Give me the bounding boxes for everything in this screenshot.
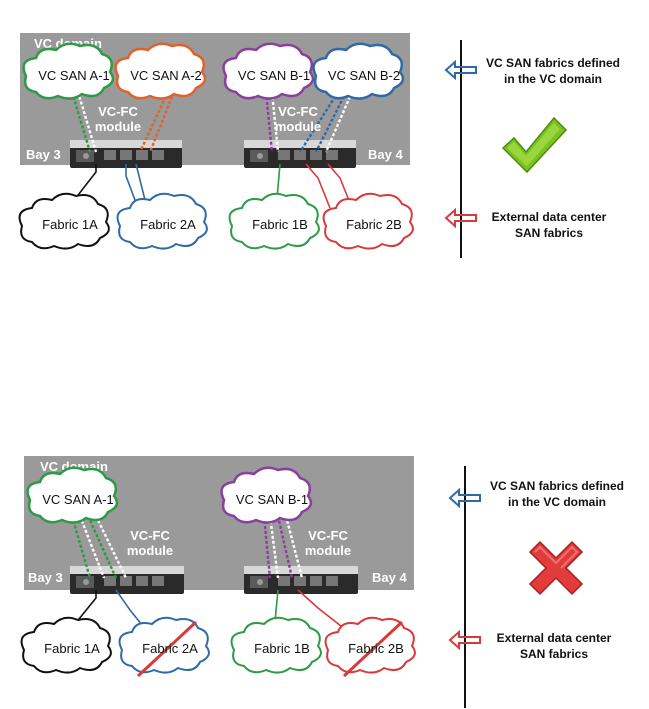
module-label-bay4: VC-FC module bbox=[274, 104, 322, 134]
top-diagram-graphics bbox=[18, 40, 568, 258]
fabric-cloud-1a bbox=[20, 616, 112, 674]
internal-links bbox=[70, 91, 354, 153]
vc-san-cloud-b2 bbox=[312, 42, 405, 100]
fabric-1b-label: Fabric 1B bbox=[252, 217, 308, 232]
fabric-1a-label: Fabric 1A bbox=[44, 641, 100, 656]
arrow-internal-icon bbox=[448, 487, 481, 509]
fabric-2b-label: Fabric 2B bbox=[346, 217, 402, 232]
fabric-cloud-2b bbox=[322, 192, 414, 250]
fabric-1a-label: Fabric 1A bbox=[42, 217, 98, 232]
module-label-bay3: VC-FC module bbox=[94, 104, 142, 134]
fabric-2a-strike bbox=[136, 620, 198, 678]
vc-san-cloud-b1 bbox=[222, 42, 315, 100]
module-label-bay4: VC-FC module bbox=[304, 528, 352, 558]
legend-external-text: External data center SAN fabrics bbox=[496, 631, 612, 661]
bay4-label: Bay 4 bbox=[372, 570, 407, 585]
legend-external-text: External data center SAN fabrics bbox=[491, 210, 607, 240]
fabric-2a-label: Fabric 2A bbox=[142, 641, 198, 656]
fabric-cloud-1a bbox=[18, 192, 110, 250]
legend-internal-text: VC SAN fabrics defined in the VC domain bbox=[489, 479, 625, 509]
vc-san-b2-label: VC SAN B-2 bbox=[327, 68, 401, 83]
external-links bbox=[67, 163, 353, 211]
module-label-bay3: VC-FC module bbox=[126, 528, 174, 558]
arrow-external-icon bbox=[448, 629, 481, 651]
fabric-cloud-1b bbox=[230, 616, 322, 674]
fabric-2b-strike bbox=[342, 620, 404, 678]
arrow-external-icon bbox=[444, 207, 477, 229]
fabric-2b-label: Fabric 2B bbox=[348, 641, 404, 656]
fabric-2a-label: Fabric 2A bbox=[140, 217, 196, 232]
vc-fc-module-bay4 bbox=[244, 140, 356, 168]
bay3-label: Bay 3 bbox=[28, 570, 63, 585]
internal-links bbox=[70, 515, 304, 579]
vc-fc-module-bay3 bbox=[70, 140, 182, 168]
top-diagram: VC domain bbox=[0, 0, 649, 260]
vc-san-cloud-a2 bbox=[114, 42, 207, 100]
fabric-cloud-2a bbox=[116, 192, 208, 250]
vc-san-cloud-b1 bbox=[220, 466, 313, 524]
vc-san-b1-label: VC SAN B-1 bbox=[237, 68, 311, 83]
bottom-diagram: VC domain bbox=[0, 450, 649, 709]
fabric-cloud-1b bbox=[228, 192, 320, 250]
bay4-label: Bay 4 bbox=[368, 147, 403, 162]
vc-san-a2-label: VC SAN A-2 bbox=[130, 68, 202, 83]
vc-san-b1-label: VC SAN B-1 bbox=[235, 492, 309, 507]
cross-icon bbox=[528, 540, 584, 596]
vc-san-a1-label: VC SAN A-1 bbox=[42, 492, 114, 507]
bottom-diagram-graphics bbox=[20, 466, 584, 708]
vc-san-a1-label: VC SAN A-1 bbox=[38, 68, 110, 83]
fabric-1b-label: Fabric 1B bbox=[254, 641, 310, 656]
bay3-label: Bay 3 bbox=[26, 147, 61, 162]
vc-san-cloud-a1 bbox=[26, 466, 119, 524]
arrow-internal-icon bbox=[444, 59, 477, 81]
vc-fc-module-bay3 bbox=[70, 566, 184, 594]
vc-san-cloud-a1 bbox=[22, 42, 115, 100]
checkmark-icon bbox=[501, 116, 568, 174]
legend-internal-text: VC SAN fabrics defined in the VC domain bbox=[485, 56, 621, 86]
